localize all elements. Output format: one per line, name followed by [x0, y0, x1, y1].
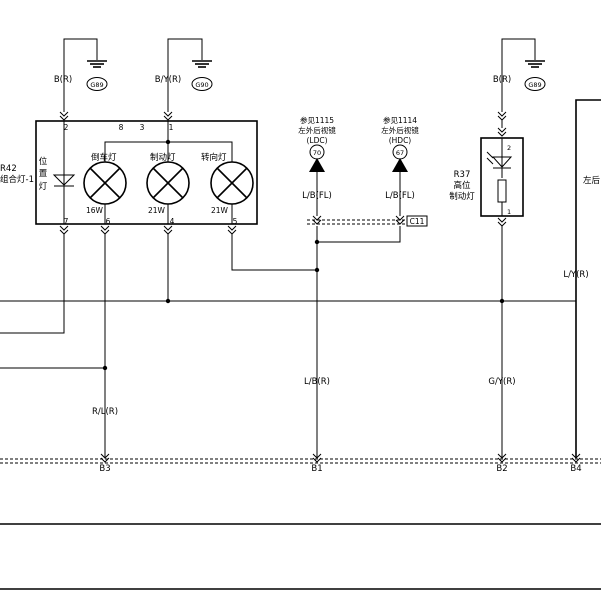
ref-ldc-line2: 左外后视镜 — [298, 125, 336, 135]
combo-pin-top-8: 8 — [119, 123, 124, 132]
combo-pin-top-3: 3 — [140, 123, 145, 132]
combo-pin-bottom-4: 4 — [170, 217, 175, 226]
ground-mid-wire: B/Y(R) — [155, 75, 181, 85]
bus-pin-b1: B1 — [311, 464, 322, 474]
connector-marks-bottom — [59, 225, 237, 235]
wire-ly-label: L/Y(R) — [563, 270, 588, 280]
ref-ldc: 参见1115 左外后视镜 (LDC) 70 L/B(FL) — [298, 115, 336, 216]
connector-c11: C11 L/B(R) — [304, 215, 428, 458]
bulb-brake-watt: 21W — [148, 206, 166, 215]
bus-pin-b2: B2 — [496, 464, 507, 474]
high-brake-pin-top: 2 — [507, 144, 511, 152]
combo-pin-top-1: 1 — [169, 123, 174, 132]
connector-c11-label: C11 — [410, 217, 425, 226]
wire-rl-label: R/L(R) — [92, 407, 118, 417]
bulb-turn-watt: 21W — [211, 206, 229, 215]
high-brake-pin-bottom: 1 — [507, 208, 511, 216]
bulb-turn: 转向灯 21W — [201, 152, 254, 224]
combo-lamp-name: 组合灯-1 — [0, 174, 34, 185]
right-edge-label: 左后 — [583, 175, 601, 186]
ref-ldc-wire: L/B(FL) — [302, 191, 332, 201]
frame-lines — [0, 523, 601, 590]
high-brake-lamp-r37: 2 1 R37 高位 制动灯 G/Y(R) — [449, 137, 524, 458]
position-lamp-char-3: 灯 — [39, 181, 48, 192]
ref-hdc: 参见1114 左外后视镜 (HDC) 67 L/B(FL) — [381, 115, 419, 216]
bulb-reverse: 倒车灯 16W — [83, 152, 127, 224]
bulb-brake-name: 制动灯 — [150, 152, 176, 163]
ground-right-label: G89 — [528, 81, 541, 89]
ground-right: G89 B(R) — [493, 38, 546, 137]
high-brake-id: R37 — [454, 170, 471, 180]
combo-pin-bottom-6: 6 — [106, 217, 111, 226]
combo-pin-top-2: 2 — [64, 123, 69, 132]
ref-hdc-num: 67 — [396, 149, 404, 157]
ref-ldc-num: 70 — [313, 149, 321, 157]
combo-pin-bottom-7: 7 — [64, 217, 69, 226]
ground-mid-label: G90 — [195, 81, 208, 89]
ref-hdc-wire: L/B(FL) — [385, 191, 415, 201]
right-edge-component: 左后 L/Y(R) — [563, 99, 601, 458]
bulb-reverse-name: 倒车灯 — [91, 152, 117, 163]
ground-left-wire: B(R) — [54, 75, 72, 85]
combo-lamp-r42: R42 组合灯-1 2 8 3 1 7 6 4 5 位 置 灯 倒车灯 16W — [0, 120, 258, 226]
ref-ldc-line1: 参见1115 — [300, 115, 334, 125]
ground-left-label: G89 — [90, 81, 103, 89]
combo-lamp-wires: R/L(R) — [0, 234, 576, 458]
ground-left: G89 B(R) — [54, 38, 108, 112]
bulb-turn-name: 转向灯 — [201, 152, 227, 163]
bus-pin-b4: B4 — [570, 464, 581, 474]
combo-lamp-id: R42 — [0, 164, 17, 174]
high-brake-name2: 制动灯 — [449, 191, 475, 202]
ref-hdc-line1: 参见1114 — [383, 115, 417, 125]
position-lamp-char-2: 置 — [39, 169, 48, 179]
connector-marks-top — [59, 111, 173, 121]
ref-ldc-code: (LDC) — [306, 136, 327, 145]
bus-pin-b3: B3 — [99, 464, 110, 474]
position-lamp-char-1: 位 — [39, 156, 48, 167]
bulb-brake: 制动灯 21W — [146, 152, 190, 224]
ref-hdc-line2: 左外后视镜 — [381, 125, 419, 135]
bottom-bus: B3 B1 B2 B4 — [0, 453, 601, 474]
wire-lb-label: L/B(R) — [304, 377, 330, 387]
high-brake-name1: 高位 — [453, 180, 471, 191]
ref-hdc-code: (HDC) — [389, 136, 412, 145]
ground-right-wire: B(R) — [493, 75, 511, 85]
ground-mid: G90 B/Y(R) — [155, 38, 213, 112]
wire-gy-label: G/Y(R) — [488, 377, 515, 387]
bulb-reverse-watt: 16W — [86, 206, 104, 215]
combo-pin-bottom-5: 5 — [233, 217, 238, 226]
